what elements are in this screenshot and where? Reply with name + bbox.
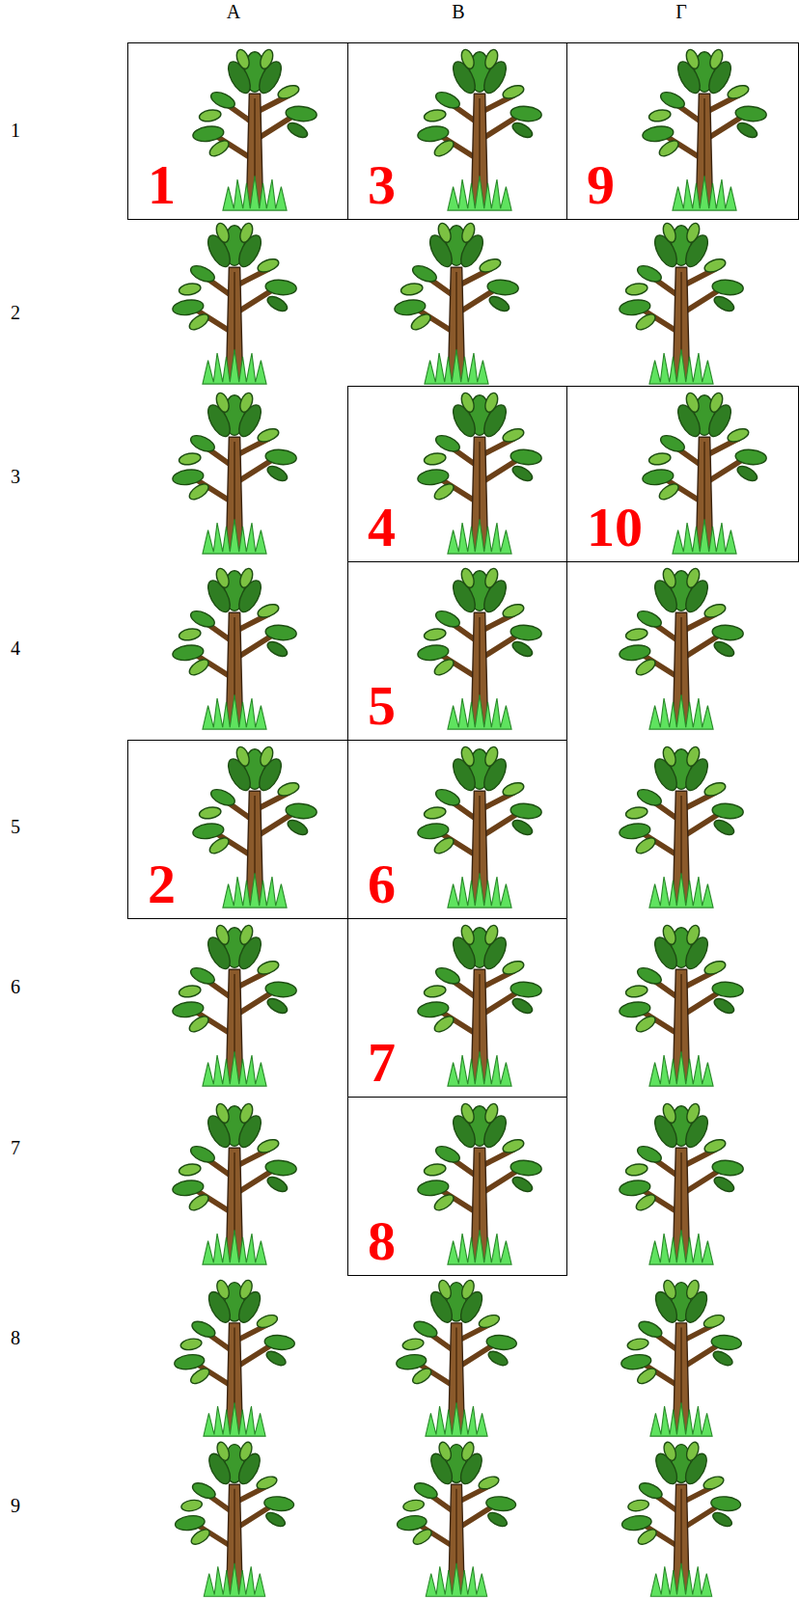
callout-number: 4 [367,499,396,556]
tree-cell-box: 1 [127,42,349,221]
row-number: 4 [10,638,21,659]
row-number: 3 [10,467,21,487]
callout-number: 8 [367,1213,396,1270]
column-header: A [226,1,241,22]
column-header: Γ [675,1,688,22]
tree-icon [416,391,543,554]
tree-icon [618,1102,744,1266]
tree-icon [171,391,298,554]
row-number: 8 [10,1328,21,1349]
tree-icon [618,924,744,1087]
tree-icon [171,221,298,385]
row-number: 6 [10,977,21,997]
row-number: 7 [10,1138,21,1158]
tree-cell-box: 5 [347,561,568,742]
tree-icon [171,924,298,1087]
tree-cell-box: 2 [127,740,349,920]
tree-icon [416,48,543,211]
callout-number: 3 [367,157,396,214]
tree-icon [618,221,744,385]
callout-number: 5 [367,678,396,735]
tree-icon [192,745,318,909]
tree-icon [416,1102,543,1266]
callout-number: 7 [367,1035,396,1092]
tree-icon [618,567,744,730]
tree-icon [621,1441,743,1598]
row-number: 1 [10,120,21,140]
callout-number: 6 [367,856,396,913]
tree-cell-box: 10 [566,385,799,563]
column-header: B [451,1,465,22]
tree-icon [171,567,298,730]
tree-cell-box: 4 [347,385,568,563]
tree-icon [416,567,543,730]
tree-icon [396,1441,518,1598]
callout-number: 10 [586,499,643,556]
tree-cell-box: 7 [347,918,568,1099]
tree-cell-box: 8 [347,1097,568,1277]
tree-icon [171,1102,298,1266]
tree-cell-box: 6 [347,740,568,920]
row-number: 2 [10,303,21,323]
tree-icon [192,48,318,211]
row-number: 9 [10,1496,21,1516]
tree-icon [416,745,543,909]
tree-icon [620,1279,743,1438]
callout-number: 1 [147,157,176,214]
tree-icon [393,221,520,385]
tree-cell-box: 3 [347,42,568,221]
tree-icon [174,1441,296,1598]
tree-icon [173,1279,296,1438]
tree-icon [641,48,768,211]
callout-number: 9 [586,157,615,214]
tree-cell-box: 9 [566,42,799,221]
tree-icon [618,745,744,909]
tree-icon [416,924,543,1087]
row-number: 5 [10,817,21,837]
tree-icon [395,1279,518,1438]
callout-number: 2 [147,856,176,913]
tree-icon [641,391,768,554]
